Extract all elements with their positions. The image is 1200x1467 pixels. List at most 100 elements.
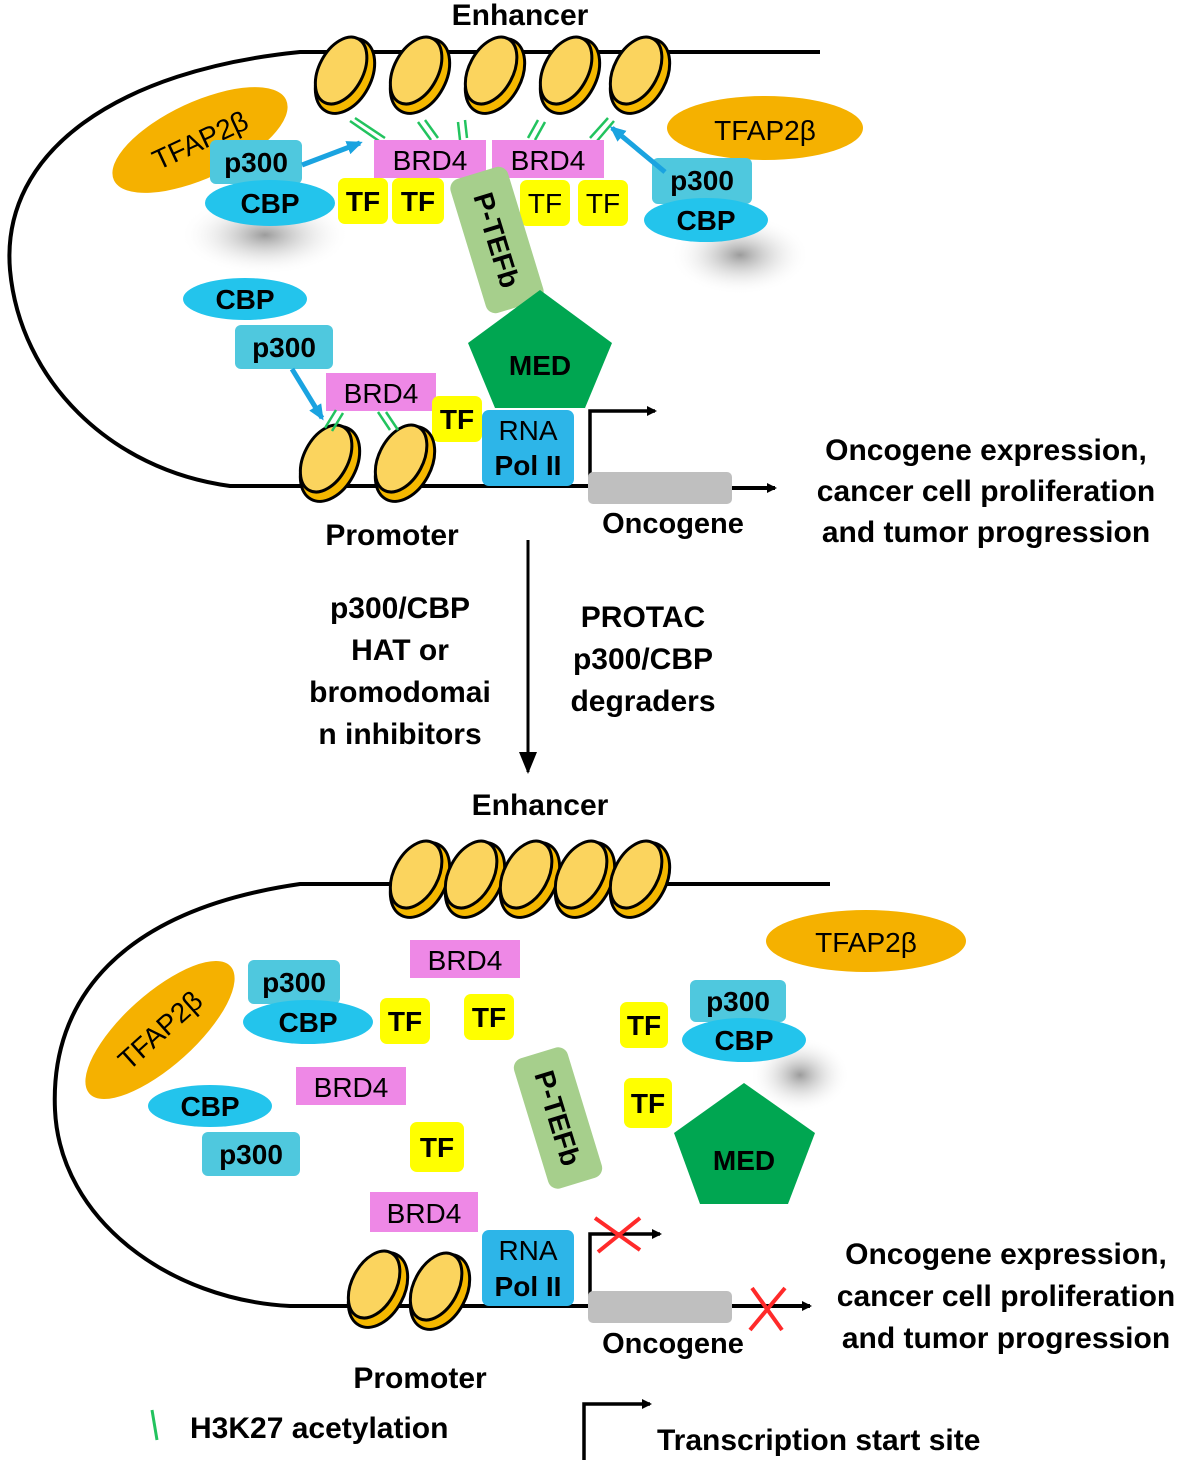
p300-cbp-right-top: p300 CBP: [644, 158, 768, 242]
brd4-mid-bottom-label: BRD4: [314, 1072, 389, 1103]
med-bottom: MED: [674, 1083, 815, 1204]
tfap2b-right-bottom: TFAP2β: [766, 910, 966, 972]
med-top: MED: [468, 290, 612, 408]
bottom-panel: Enhancer TFAP2β TFAP2β BRD4 p300 CBP TF …: [52, 789, 1175, 1395]
tss-legend-label: Transcription start site: [657, 1424, 980, 1457]
p300-right-bottom-label: p300: [706, 986, 770, 1017]
protac-line3: degraders: [570, 685, 715, 718]
cbp-left-top-label: CBP: [240, 188, 299, 219]
outcome-bottom-line1: Oncogene expression,: [845, 1238, 1167, 1271]
promoter-label-bottom: Promoter: [353, 1362, 487, 1395]
tf-3-top-label: TF: [528, 188, 562, 219]
block-mark-output: [748, 1286, 787, 1332]
cbp-right-top-label: CBP: [676, 205, 735, 236]
tss-legend-icon: [582, 1399, 652, 1460]
cbp-mid-top-label: CBP: [215, 284, 274, 315]
transition: p300/CBP HAT or bromodomai n inhibitors …: [309, 540, 716, 774]
enhancer-nucleosomes-bottom: [376, 830, 684, 930]
outcome-top-line2: cancer cell proliferation: [817, 475, 1155, 508]
rna-bottom-line1: RNA: [498, 1235, 557, 1266]
blue-arrow-left-top: [301, 140, 363, 168]
tf-5-bottom-label: TF: [420, 1132, 454, 1163]
tf-3-bottom: TF: [620, 1002, 668, 1048]
tf-1-bottom: TF: [380, 998, 430, 1044]
inhibitors-line1: p300/CBP: [330, 592, 470, 625]
brd4-a-top: BRD4: [374, 140, 486, 178]
promoter-nucleosomes-bottom: [334, 1240, 484, 1342]
blue-arrow-right-top: [609, 126, 667, 174]
brd4-promoter-top-label: BRD4: [344, 378, 419, 409]
tf-1-top: TF: [338, 178, 388, 224]
acetylation-marks-top: [349, 116, 615, 143]
outcome-top-line3: and tumor progression: [822, 516, 1150, 549]
protac-line1: PROTAC: [581, 601, 705, 634]
tf-4-top-label: TF: [586, 188, 620, 219]
tf-3-top: TF: [520, 180, 570, 226]
block-mark-tss: [593, 1216, 642, 1254]
blue-arrow-mid-top: [289, 367, 325, 421]
tf-promoter-top-label: TF: [440, 404, 474, 435]
tf-4-bottom-label: TF: [631, 1088, 665, 1119]
dna-loop-top: [7, 50, 820, 488]
tf-1-top-label: TF: [346, 186, 380, 217]
tf-4-bottom: TF: [624, 1078, 672, 1128]
tfap2b-right-bottom-label: TFAP2β: [815, 927, 917, 958]
tss-arrow-bottom: [588, 1229, 662, 1306]
acetylation-legend-label: H3K27 acetylation: [190, 1412, 448, 1445]
med-bottom-label: MED: [713, 1145, 775, 1176]
brd4-mid-bottom: BRD4: [296, 1067, 406, 1105]
rna-top-line1: RNA: [498, 415, 557, 446]
p300-cbp-left-bottom: p300 CBP: [243, 960, 373, 1044]
promoter-nucleosomes-top: [286, 414, 449, 514]
outcome-bottom-line3: and tumor progression: [842, 1322, 1170, 1355]
p300-left-top-label: p300: [224, 147, 288, 178]
tfap2b-right-top: TFAP2β: [667, 96, 863, 160]
tf-1-bottom-label: TF: [388, 1006, 422, 1037]
p300-cbp-right-bottom: p300 CBP: [682, 980, 806, 1062]
cbp-right-bottom-label: CBP: [714, 1025, 773, 1056]
enhancer-label-top: Enhancer: [452, 0, 589, 32]
acetylation-legend-icon: [150, 1409, 159, 1441]
rna-bottom-line2: Pol II: [495, 1271, 562, 1302]
brd4-a-top-label: BRD4: [393, 145, 468, 176]
tf-2-top-label: TF: [401, 186, 435, 217]
outcome-top-line1: Oncogene expression,: [825, 434, 1147, 467]
oncogene-label-bottom: Oncogene: [602, 1328, 744, 1360]
inhibitors-line2: HAT or: [351, 634, 449, 667]
ptefb-top: P-TEFb: [450, 166, 544, 314]
tfap2b-right-top-label: TFAP2β: [714, 115, 816, 146]
p300-mid-top-label: p300: [252, 332, 316, 363]
dna-loop-bottom: [52, 882, 830, 1308]
p300-left-bottom-label: p300: [262, 967, 326, 998]
outcome-top: Oncogene expression, cancer cell prolife…: [817, 434, 1155, 549]
enhancer-label-bottom: Enhancer: [472, 789, 609, 822]
legend: H3K27 acetylation Transcription start si…: [150, 1399, 980, 1460]
brd4-top-bottom: BRD4: [410, 940, 520, 978]
tf-2-bottom-label: TF: [472, 1002, 506, 1033]
rna-pol-bottom: RNA Pol II: [482, 1230, 574, 1306]
oncogene-box-bottom: [588, 1291, 732, 1323]
outcome-bottom-line2: cancer cell proliferation: [837, 1280, 1175, 1313]
med-top-label: MED: [509, 350, 571, 381]
p300-cbp-left-top: p300 CBP: [205, 140, 335, 226]
brd4-top-bottom-label: BRD4: [428, 945, 503, 976]
tf-2-top: TF: [392, 178, 444, 224]
brd4-b-top: BRD4: [492, 140, 604, 178]
tf-3-bottom-label: TF: [627, 1010, 661, 1041]
promoter-label-top: Promoter: [325, 519, 459, 552]
rna-top-line2: Pol II: [495, 450, 562, 481]
oncogene-label-top: Oncogene: [602, 508, 744, 540]
inhibitors-line4: n inhibitors: [318, 718, 481, 751]
tf-5-bottom: TF: [410, 1122, 464, 1172]
acetylation-marks-promoter: [323, 409, 400, 432]
oncogene-box-top: [588, 472, 732, 504]
cbp-p300-lower-bottom: CBP p300: [148, 1085, 300, 1176]
tf-promoter-top: TF: [432, 396, 482, 442]
p300-lower-bottom-label: p300: [219, 1139, 283, 1170]
tss-arrow-top: [588, 406, 657, 486]
brd4-promoter-top: BRD4: [326, 373, 436, 411]
inhibitors-line3: bromodomai: [309, 676, 491, 709]
cbp-p300-mid-top: CBP p300: [183, 278, 333, 369]
